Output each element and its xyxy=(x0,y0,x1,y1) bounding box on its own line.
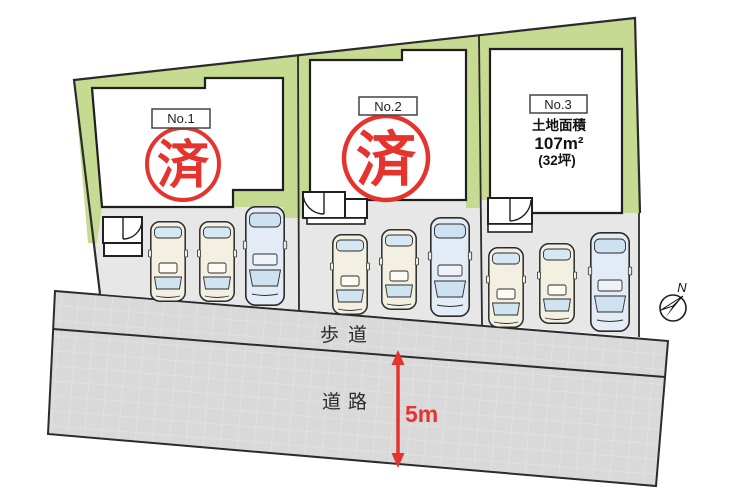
north-label: N xyxy=(677,280,687,295)
road-width-arrow xyxy=(391,350,405,468)
sold-stamp-text: 済 xyxy=(157,137,210,195)
door-swing-icon xyxy=(122,217,143,240)
car-icon xyxy=(536,243,578,324)
arrow-down-icon xyxy=(391,453,405,468)
car-icon xyxy=(147,221,189,302)
lot-1-label: No.1 xyxy=(151,108,211,129)
land-area-tsubo: (32坪) xyxy=(538,153,576,168)
car-icon xyxy=(329,234,371,315)
sidewalk-label: 歩道 xyxy=(320,324,376,346)
site-boundary-left-top xyxy=(72,16,642,295)
road-and-sidewalk-area xyxy=(46,289,670,488)
road-label: 道路 xyxy=(322,391,374,413)
land-area-title: 土地面積 xyxy=(532,117,586,133)
door-swing-icon xyxy=(302,192,325,215)
car-icon xyxy=(485,247,527,328)
door-swing-icon xyxy=(509,198,532,222)
lot-1-entrance xyxy=(102,216,143,257)
north-arrow-icon: N xyxy=(659,280,687,322)
lot-1 xyxy=(90,76,285,209)
road-width-label: 5m xyxy=(405,401,438,427)
car-icon xyxy=(242,206,288,307)
lot-3 xyxy=(488,47,624,215)
car-icon xyxy=(196,221,238,302)
lot-division-line-2 xyxy=(478,34,483,326)
car-icon xyxy=(427,217,473,318)
land-area-value: 107m² xyxy=(534,134,583,153)
sold-stamp-lot-2: 済 xyxy=(341,113,431,203)
lot-2-entrance xyxy=(302,191,368,225)
lot-2-label-text: No.2 xyxy=(374,99,401,114)
lot-2-label: No.2 xyxy=(358,96,418,116)
lot-3-area-info: 土地面積 107m² (32坪) xyxy=(532,117,586,168)
lot-division-line-1 xyxy=(297,54,300,312)
lot-3-label-text: No.3 xyxy=(544,97,571,112)
sold-stamp-text: 済 xyxy=(356,127,417,194)
arrow-up-icon xyxy=(391,350,405,365)
lot-1-label-text: No.1 xyxy=(167,111,194,126)
car-icon xyxy=(378,229,420,310)
lot-3-label: No.3 xyxy=(529,94,588,114)
sidewalk-road-divider xyxy=(52,328,666,378)
sold-stamp-lot-1: 済 xyxy=(145,126,221,202)
lot-3-entrance xyxy=(487,197,533,233)
car-icon xyxy=(587,232,633,333)
